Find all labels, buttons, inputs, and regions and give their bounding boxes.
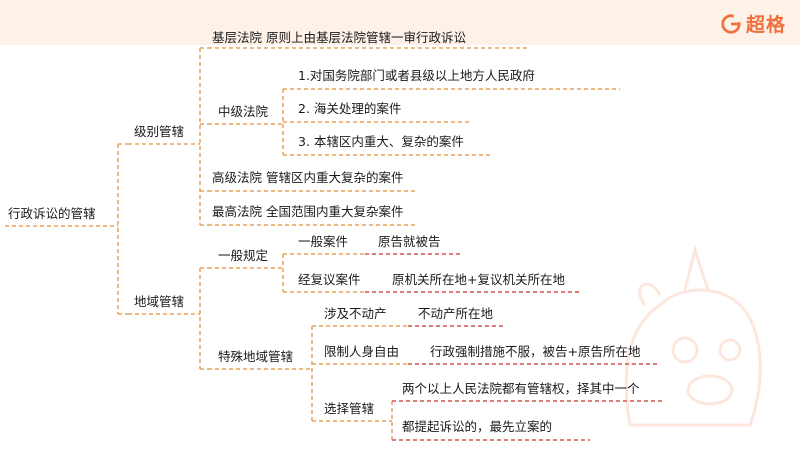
brand-name: 超格 [745, 14, 786, 36]
restriction-rule: 行政强制措施不服，被告+原告所在地 [430, 344, 641, 359]
selective-rule-line-2: 都提起诉讼的，最先立案的 [402, 419, 553, 434]
brand-logo: 超格 [720, 10, 786, 37]
high-court-node: 高级法院 管辖区内重大复杂的案件 [212, 170, 404, 185]
supreme-court-node: 最高法院 全国范围内重大复杂案件 [212, 204, 404, 219]
intermediate-item-2: 2. 海关处理的案件 [298, 101, 402, 116]
general-case-node: 一般案件 [298, 234, 349, 249]
territorial-jurisdiction-node: 地域管辖 [134, 294, 185, 309]
general-rule-node: 一般规定 [218, 248, 269, 263]
intermediate-item-1: 1.对国务院部门或者县级以上地方人民政府 [298, 68, 535, 83]
real-estate-rule: 不动产所在地 [418, 306, 494, 321]
mascot-watermark [624, 245, 762, 427]
selective-rule-line-1: 两个以上人民法院都有管辖权，择其中一个 [402, 381, 640, 396]
intermediate-item-3: 3. 本辖区内重大、复杂的案件 [298, 134, 464, 149]
basic-court-node: 基层法院 原则上由基层法院管辖一审行政诉讼 [212, 30, 466, 45]
top-banner [0, 0, 800, 45]
reconsideration-case-node: 经复议案件 [298, 272, 361, 287]
reconsideration-case-rule: 原机关所在地+复议机关所在地 [392, 272, 565, 287]
intermediate-court-node: 中级法院 [218, 104, 269, 119]
selective-jurisdiction-node: 选择管辖 [324, 401, 375, 416]
special-territorial-node: 特殊地域管辖 [218, 349, 294, 364]
general-case-rule: 原告就被告 [378, 234, 441, 249]
level-jurisdiction-node: 级别管辖 [134, 124, 185, 139]
restriction-case-node: 限制人身自由 [324, 344, 400, 359]
real-estate-case-node: 涉及不动产 [324, 306, 387, 321]
root-node: 行政诉讼的管辖 [8, 206, 96, 221]
brand-mark-icon [721, 13, 742, 34]
